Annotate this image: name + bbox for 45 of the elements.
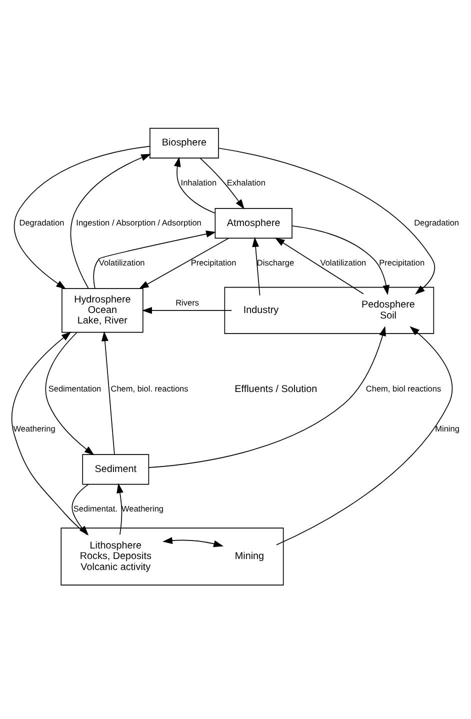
arrow <box>101 330 115 454</box>
arrow <box>148 326 386 468</box>
arrow <box>162 536 224 547</box>
arrow <box>142 306 232 314</box>
node-text: Mining <box>234 550 264 562</box>
edge-label: Chem, biol reactions <box>366 384 442 393</box>
arrow <box>174 156 216 214</box>
arrow <box>274 237 364 294</box>
edge-label: Precipitation <box>190 258 236 267</box>
edge-label: Ingestion / Absorption / Adsorption <box>76 218 202 227</box>
edge-label: Volatilization <box>320 258 366 267</box>
arrow <box>276 326 453 545</box>
cluster <box>60 527 284 585</box>
edge-label: Sedimentation <box>48 384 102 393</box>
edge-label: Mining <box>435 424 460 433</box>
edge-label: Weathering <box>13 424 56 433</box>
arrow <box>45 332 94 455</box>
edge-label: Volatilization <box>98 258 145 267</box>
edge-label: Precipitation <box>379 258 425 267</box>
node-text: Industry <box>243 304 279 316</box>
arrow <box>252 236 260 296</box>
edge-label: Rivers <box>176 298 200 307</box>
node-box: Hydrosphere Ocean Lake, River <box>62 288 144 332</box>
edge-label: Degradation <box>414 218 460 227</box>
node-text: Pedosphere Soil <box>362 299 415 321</box>
arrow <box>14 145 150 289</box>
arrow <box>70 153 152 288</box>
arrow <box>93 230 216 288</box>
node-box: Atmosphere <box>214 208 292 238</box>
arrow <box>200 157 244 209</box>
arrow <box>12 331 88 535</box>
node-text: Lithosphere Rocks, Deposits Volcanic activity <box>80 540 152 572</box>
edge-label: Chem, biol. reactions <box>110 384 188 393</box>
edge-label: Degradation <box>19 218 64 227</box>
arrow <box>218 147 436 294</box>
arrow <box>116 482 124 534</box>
node-box: Biosphere <box>150 127 219 158</box>
label: Effluents / Solution <box>234 383 318 394</box>
edge-label: Inhalation <box>180 178 217 187</box>
edge-label: Sedimentat. <box>73 504 118 514</box>
edge-label: Discharge <box>256 258 294 267</box>
node-box: Sediment <box>82 454 150 484</box>
edge-label: Exhalation <box>226 178 266 187</box>
arrow <box>138 237 230 289</box>
arrow <box>292 224 390 295</box>
